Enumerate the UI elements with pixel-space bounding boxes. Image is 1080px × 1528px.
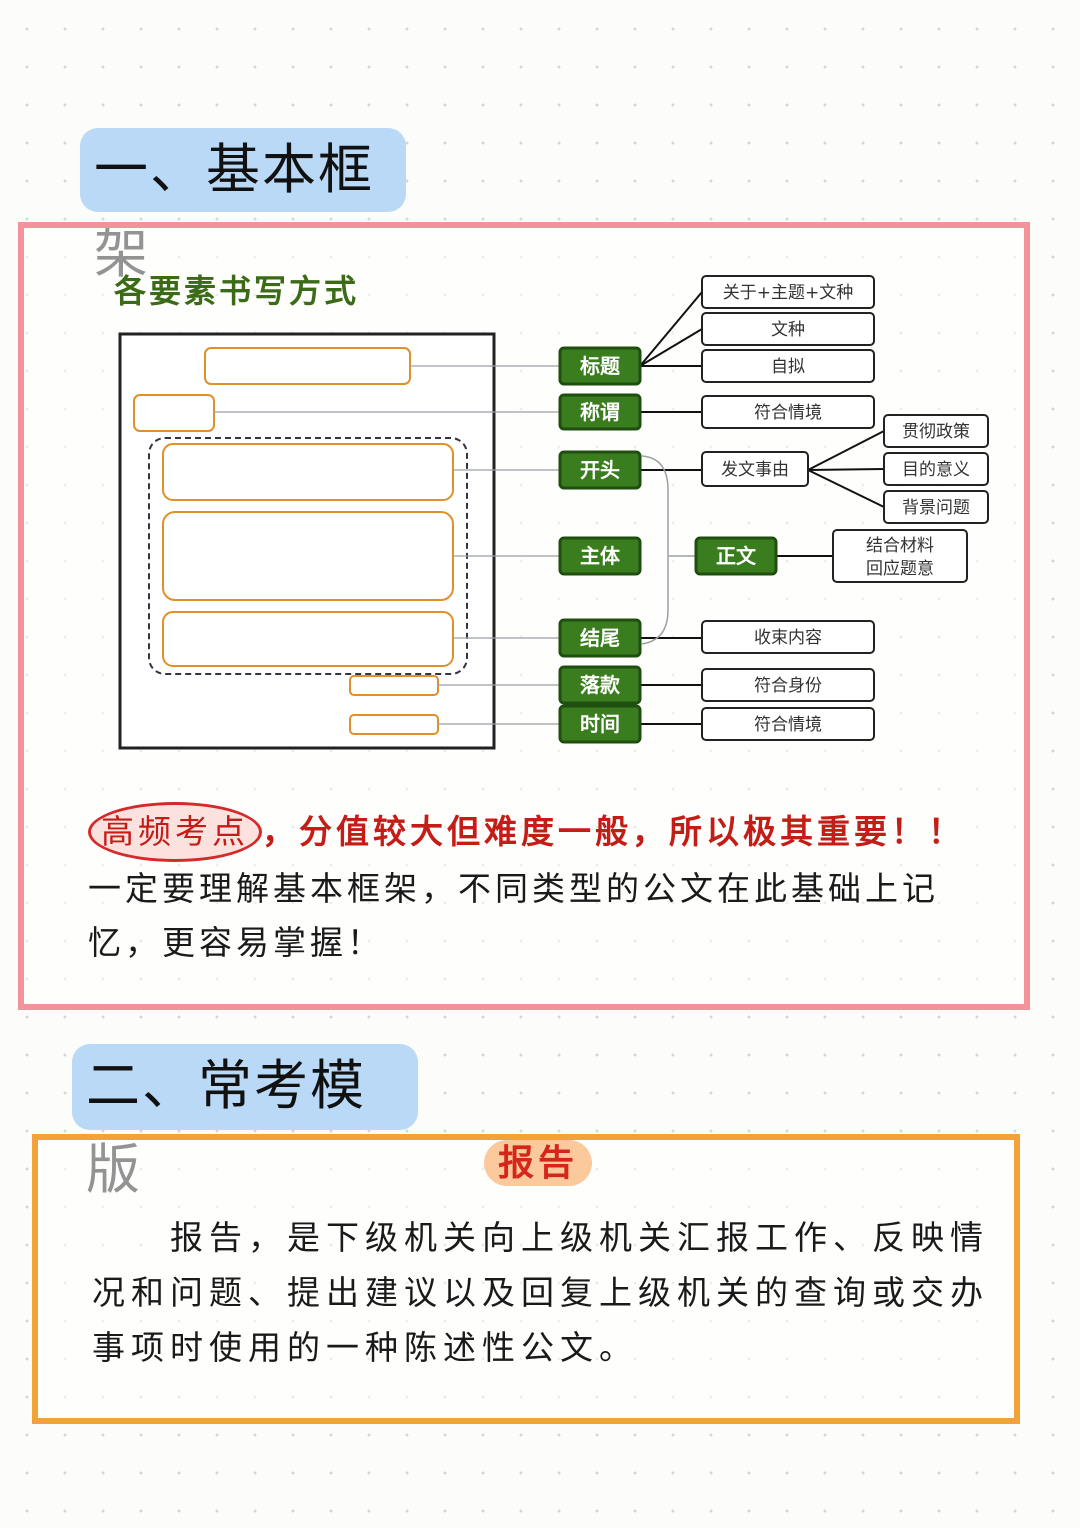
option-body-line1: 结合材料 <box>866 536 934 556</box>
section-heading-templates: 二、常考模版 <box>72 1044 418 1201</box>
option-reason-2: 目的意义 <box>902 460 970 480</box>
option-title-1: 关于+主题+文种 <box>723 283 854 303</box>
placeholder-main <box>162 511 454 601</box>
placeholder-signature <box>349 675 439 696</box>
key-point-emphasis: ，分值较大但难度一般，所以极其重要！！ <box>262 812 965 851</box>
element-label-title: 标题 <box>580 354 621 378</box>
diagram-title: 各要素书写方式 <box>114 272 359 310</box>
key-point-body: 一定要理解基本框架，不同类型的公文在此基础上记忆，更容易掌握！ <box>88 869 939 962</box>
element-label-ending: 结尾 <box>580 626 620 650</box>
report-title: 报告 <box>484 1140 592 1186</box>
framework-diagram: 各要素书写方式 <box>114 272 989 750</box>
placeholder-date <box>349 714 439 735</box>
section-heading-framework: 一、基本框架 <box>80 128 406 285</box>
placeholder-salutation <box>133 394 215 432</box>
element-label-main: 主体 <box>580 544 621 568</box>
option-signature: 符合身份 <box>754 676 822 696</box>
option-title-3: 自拟 <box>771 357 805 377</box>
element-label-zhengwen: 正文 <box>716 544 757 568</box>
option-boxes <box>701 275 989 741</box>
placeholder-ending <box>162 611 454 667</box>
element-label-opening: 开头 <box>580 458 620 482</box>
element-labels <box>558 346 778 744</box>
element-label-date: 时间 <box>580 712 620 736</box>
connectors <box>639 291 885 725</box>
key-point-line: 高频考点，分值较大但难度一般，所以极其重要！！ <box>88 802 998 862</box>
placeholder-title <box>204 347 411 385</box>
option-date: 符合情境 <box>754 715 822 735</box>
option-opening: 发文事由 <box>721 460 789 480</box>
option-reason-3: 背景问题 <box>902 498 970 518</box>
placeholder-opening <box>162 443 454 501</box>
key-point-badge: 高频考点 <box>88 802 262 862</box>
report-definition: 报告，是下级机关向上级机关汇报工作、反映情况和问题、提出建议以及回复上级机关的查… <box>92 1218 989 1367</box>
option-body-line2: 回应题意 <box>866 559 934 579</box>
element-label-salutation: 称谓 <box>580 400 620 424</box>
option-ending: 收束内容 <box>754 628 822 648</box>
pointer-lines <box>214 365 560 725</box>
element-label-signature: 落款 <box>580 673 621 697</box>
zhengwen-bracket <box>641 455 669 645</box>
option-title-2: 文种 <box>771 320 805 340</box>
option-salutation: 符合情境 <box>754 403 822 423</box>
option-reason-1: 贯彻政策 <box>902 422 970 442</box>
